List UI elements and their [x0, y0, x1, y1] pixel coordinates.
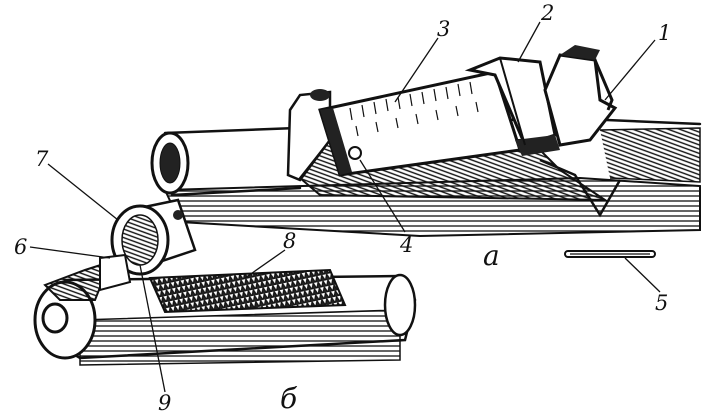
callout-2: 2: [540, 1, 554, 25]
leader-lines: [29, 21, 661, 393]
callout-labels: 1 2 3 4 5 6 7 8 9 а б: [14, 1, 671, 415]
upper-assembly: [150, 45, 702, 238]
subfigure-a-label: а: [483, 239, 500, 272]
callout-1: 1: [658, 21, 671, 45]
callout-5: 5: [655, 291, 668, 315]
callout-7: 7: [35, 147, 49, 171]
pin: [564, 250, 656, 258]
callout-9: 9: [158, 391, 171, 415]
callout-3: 3: [437, 17, 450, 41]
callout-6: 6: [14, 235, 27, 259]
slider-clamp: [464, 56, 560, 156]
subfigure-b-label: б: [280, 382, 298, 415]
notch-plate: [539, 45, 622, 218]
callout-8: 8: [283, 229, 296, 253]
callout-4: 4: [399, 233, 413, 257]
lower-assembly: [33, 198, 417, 366]
